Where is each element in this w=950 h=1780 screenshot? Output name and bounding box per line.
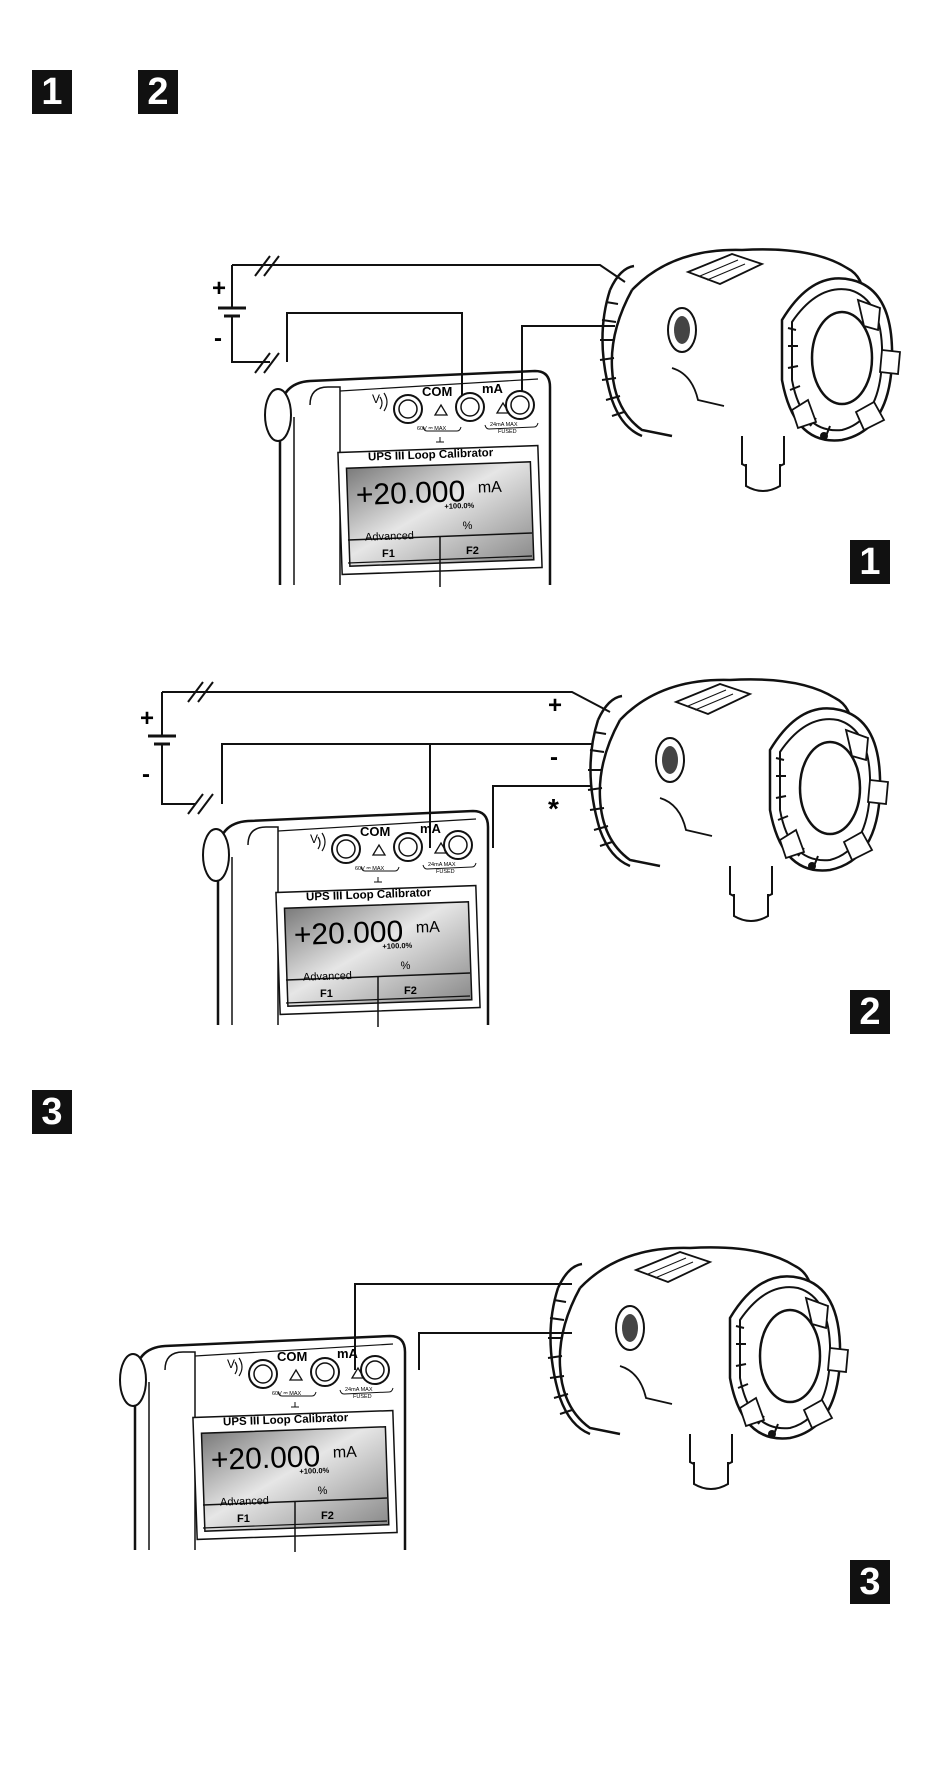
display-reading: +20.000 — [293, 915, 403, 952]
soft-key-percent: % — [462, 520, 472, 532]
fkey-2-label: F2 — [321, 1510, 334, 1522]
display-reading: +20.000 — [210, 1440, 320, 1477]
section-badge-3-top: 3 — [32, 1090, 72, 1134]
section-badge-2: 2 — [850, 990, 890, 1034]
soft-key-percent: % — [400, 960, 410, 972]
v-rating-label: 60V ⎓ MAX — [417, 426, 446, 432]
section-3-wiring — [354, 1283, 572, 1370]
fkey-2-label: F2 — [404, 985, 417, 997]
calibrator-3-labels: V COM mA 60V ⎓ MAX 24mA MAX FUSED UPS II… — [210, 1346, 372, 1525]
ma-rating-label: 24mA MAX — [345, 1387, 373, 1393]
soft-key-advanced: Advanced — [303, 970, 352, 984]
jack-com-label: COM — [277, 1349, 307, 1364]
section-2-supply-minus: - — [142, 761, 150, 788]
ma-fused-label: FUSED — [353, 1394, 372, 1400]
display-unit: mA — [477, 479, 502, 497]
soft-key-percent: % — [317, 1485, 327, 1497]
terminal-plus-label: + — [548, 692, 562, 719]
jack-ma-label: mA — [420, 821, 442, 836]
calibrator-title: UPS III Loop Calibrator — [306, 887, 432, 903]
section-1-supply-plus: + — [212, 275, 226, 302]
terminal-star-label: * — [548, 793, 559, 824]
terminal-minus-label: - — [550, 744, 558, 771]
section-badge-3-bottom: 3 — [850, 1560, 890, 1604]
section-2-wiring — [148, 681, 611, 848]
header-badge-2: 2 — [138, 70, 178, 114]
ma-fused-label: FUSED — [436, 869, 455, 875]
header-badge-1: 1 — [32, 70, 72, 114]
v-rating-label: 60V ⎓ MAX — [272, 1391, 301, 1397]
jack-v-label: V — [227, 1357, 235, 1371]
fkey-1-label: F1 — [320, 988, 333, 1000]
calibrator-2-labels: V COM mA 60V ⎓ MAX 24mA MAX FUSED UPS II… — [293, 821, 455, 1000]
jack-ma-label: mA — [337, 1346, 359, 1361]
soft-key-advanced: Advanced — [220, 1495, 269, 1509]
display-percent: +100.0% — [382, 941, 412, 951]
fkey-1-label: F1 — [237, 1513, 250, 1525]
ma-rating-label: 24mA MAX — [428, 862, 456, 868]
calibrator-title: UPS III Loop Calibrator — [368, 447, 494, 463]
soft-key-advanced: Advanced — [365, 530, 414, 544]
section-badge-1: 1 — [850, 540, 890, 584]
section-1-supply-minus: - — [214, 325, 222, 352]
jack-v-label: V — [310, 832, 318, 846]
jack-com-label: COM — [360, 824, 390, 839]
v-rating-label: 60V ⎓ MAX — [355, 866, 384, 872]
jack-v-label: V — [372, 392, 380, 406]
display-unit: mA — [415, 919, 440, 937]
display-percent: +100.0% — [299, 1466, 329, 1476]
display-reading: +20.000 — [355, 475, 465, 512]
ma-rating-label: 24mA MAX — [490, 422, 518, 428]
fkey-2-label: F2 — [466, 545, 479, 557]
section-2-supply-plus: + — [140, 705, 154, 732]
jack-com-label: COM — [422, 384, 452, 399]
section-1-wiring — [218, 255, 626, 405]
ma-fused-label: FUSED — [498, 429, 517, 435]
display-percent: +100.0% — [444, 501, 474, 511]
fkey-1-label: F1 — [382, 548, 395, 560]
calibrator-1-labels: V COM mA 60V ⎓ MAX 24mA MAX FUSED UPS II… — [355, 381, 517, 560]
calibrator-title: UPS III Loop Calibrator — [223, 1412, 349, 1428]
display-unit: mA — [332, 1444, 357, 1462]
jack-ma-label: mA — [482, 381, 504, 396]
